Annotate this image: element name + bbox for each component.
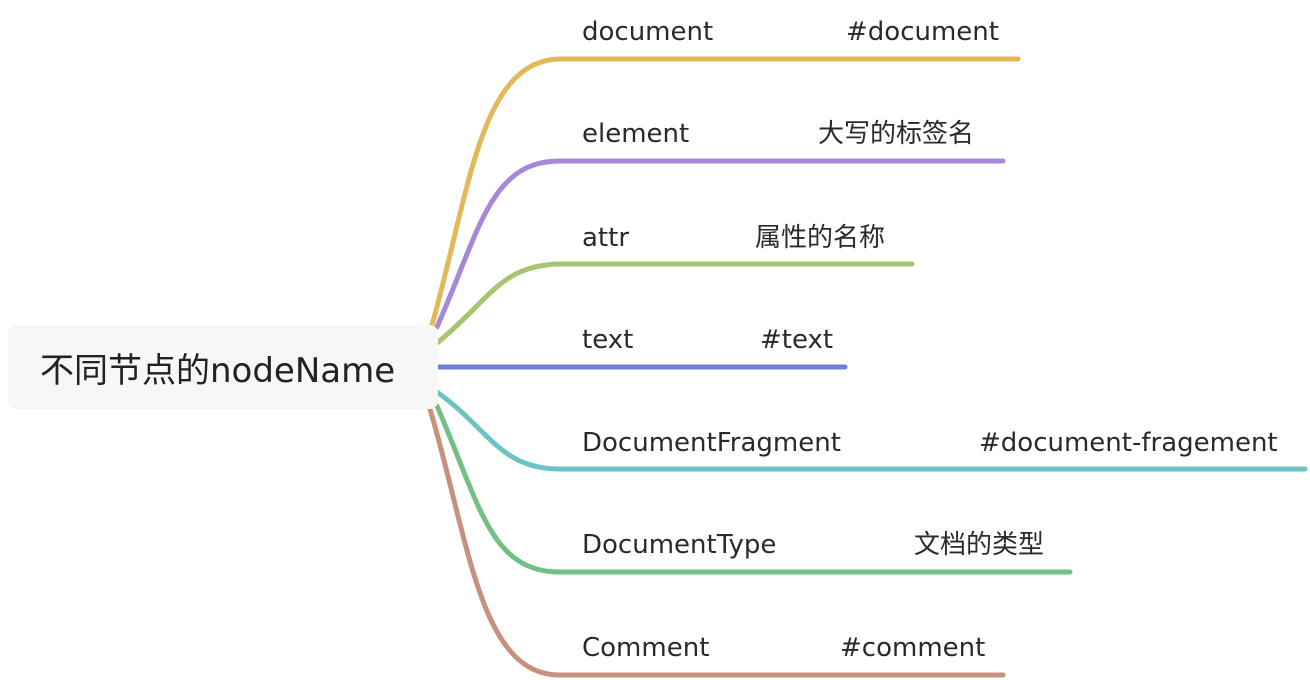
branch-connector-element bbox=[434, 158, 1006, 330]
branch-label-text[interactable]: text bbox=[582, 325, 634, 355]
branch-connector-documenttype bbox=[434, 403, 1073, 575]
branch-label-element[interactable]: element bbox=[582, 119, 690, 149]
branch-label-attr[interactable]: attr bbox=[582, 223, 630, 253]
branch-label-comment[interactable]: Comment bbox=[582, 633, 710, 663]
branch-label-documentfragment[interactable]: DocumentFragment bbox=[582, 428, 841, 458]
branch-value-attr[interactable]: 属性的名称 bbox=[755, 223, 886, 253]
branch-value-document[interactable]: #document bbox=[846, 17, 999, 47]
branch-connector-attr bbox=[434, 261, 915, 346]
branch-value-comment[interactable]: #comment bbox=[840, 633, 986, 663]
branch-value-documenttype[interactable]: 文档的类型 bbox=[914, 530, 1045, 560]
root-topic[interactable]: 不同节点的nodeName bbox=[8, 325, 438, 409]
branch-value-text[interactable]: #text bbox=[760, 325, 834, 355]
branch-value-documentfragment[interactable]: #document-fragement bbox=[979, 428, 1278, 458]
branch-label-document[interactable]: document bbox=[582, 17, 714, 47]
branch-connector-documentfragment bbox=[434, 389, 1308, 472]
branch-value-element[interactable]: 大写的标签名 bbox=[818, 119, 975, 149]
branch-connector-document bbox=[429, 56, 1021, 328]
root-topic-label: 不同节点的nodeName bbox=[40, 350, 396, 391]
branch-label-documenttype[interactable]: DocumentType bbox=[582, 530, 777, 560]
branch-connector-comment bbox=[427, 406, 1006, 678]
